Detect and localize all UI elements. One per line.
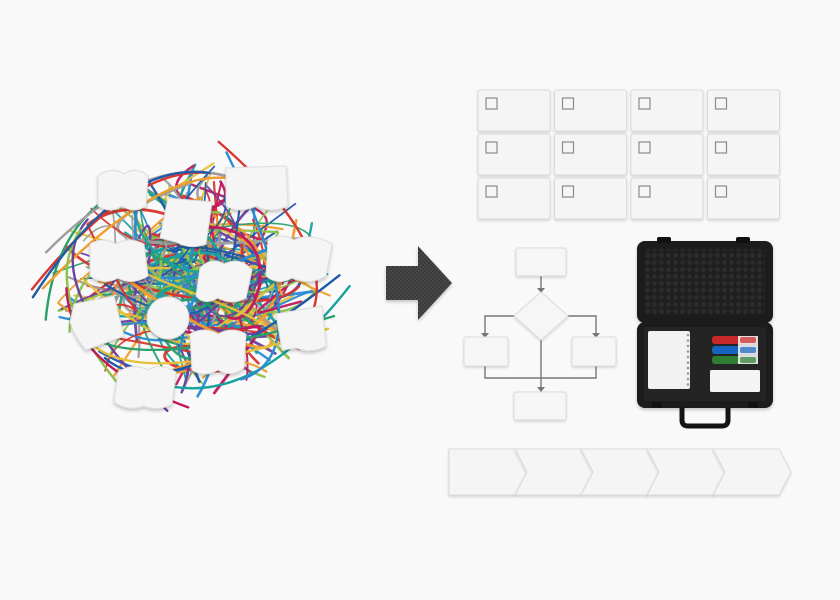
flow-start-box: [515, 247, 567, 277]
checkbox-icon: [714, 97, 728, 110]
puzzle-piece: [189, 329, 247, 375]
puzzle-piece: [225, 165, 289, 211]
checkbox-icon: [638, 141, 651, 154]
process-step: [712, 448, 792, 496]
checkbox-icon: [561, 97, 575, 110]
checkbox-icon: [485, 141, 498, 154]
checkbox-icon: [714, 185, 728, 198]
grid-card: [707, 177, 780, 220]
puzzle-piece: [113, 366, 177, 410]
puzzle-piece: [89, 239, 149, 282]
cable-strand: [64, 244, 300, 303]
cable-strand: [234, 287, 274, 313]
cable-strand: [140, 269, 329, 327]
notepad: [648, 331, 690, 389]
checkbox-icon: [714, 141, 728, 154]
process-step: [646, 448, 726, 496]
grid-card: [554, 133, 627, 176]
grid-card: [630, 133, 704, 176]
puzzle-pieces: [69, 165, 333, 410]
flow-decision-diamond: [513, 291, 569, 341]
checkbox-icon: [638, 97, 651, 110]
flow-left-box: [463, 336, 509, 367]
checkbox-card-grid: [477, 89, 780, 220]
cable-strand: [203, 225, 262, 321]
puzzle-piece: [97, 170, 149, 211]
index-card: [710, 370, 760, 392]
grid-card: [477, 177, 551, 220]
puzzle-piece: [159, 197, 213, 248]
process-step: [448, 448, 528, 496]
process-step: [514, 448, 594, 496]
grid-card: [707, 133, 780, 176]
grid-card: [630, 177, 704, 220]
grid-card: [630, 89, 704, 132]
flow-right-box: [571, 336, 617, 367]
checkbox-icon: [485, 185, 498, 198]
grid-card: [707, 89, 780, 132]
toolkit-case: [637, 237, 773, 429]
checkbox-icon: [561, 141, 575, 154]
flowchart: [463, 247, 617, 421]
grid-card: [477, 133, 551, 176]
process-chevron-strip: [448, 448, 792, 496]
puzzle-piece: [265, 235, 333, 282]
flow-end-box: [513, 391, 567, 421]
checkbox-icon: [638, 185, 651, 198]
grid-card: [554, 177, 627, 220]
process-step: [580, 448, 660, 496]
cable-loop: [65, 229, 137, 405]
checkbox-icon: [561, 185, 575, 198]
grid-card: [554, 89, 627, 132]
puzzle-piece: [195, 260, 253, 303]
puzzle-piece: [275, 305, 327, 352]
markers: [712, 336, 758, 364]
grid-card: [477, 89, 551, 132]
puzzle-piece: [69, 295, 125, 351]
puzzle-piece-round: [146, 296, 190, 340]
arrow-right-icon: [386, 246, 452, 320]
checkbox-icon: [485, 97, 498, 110]
